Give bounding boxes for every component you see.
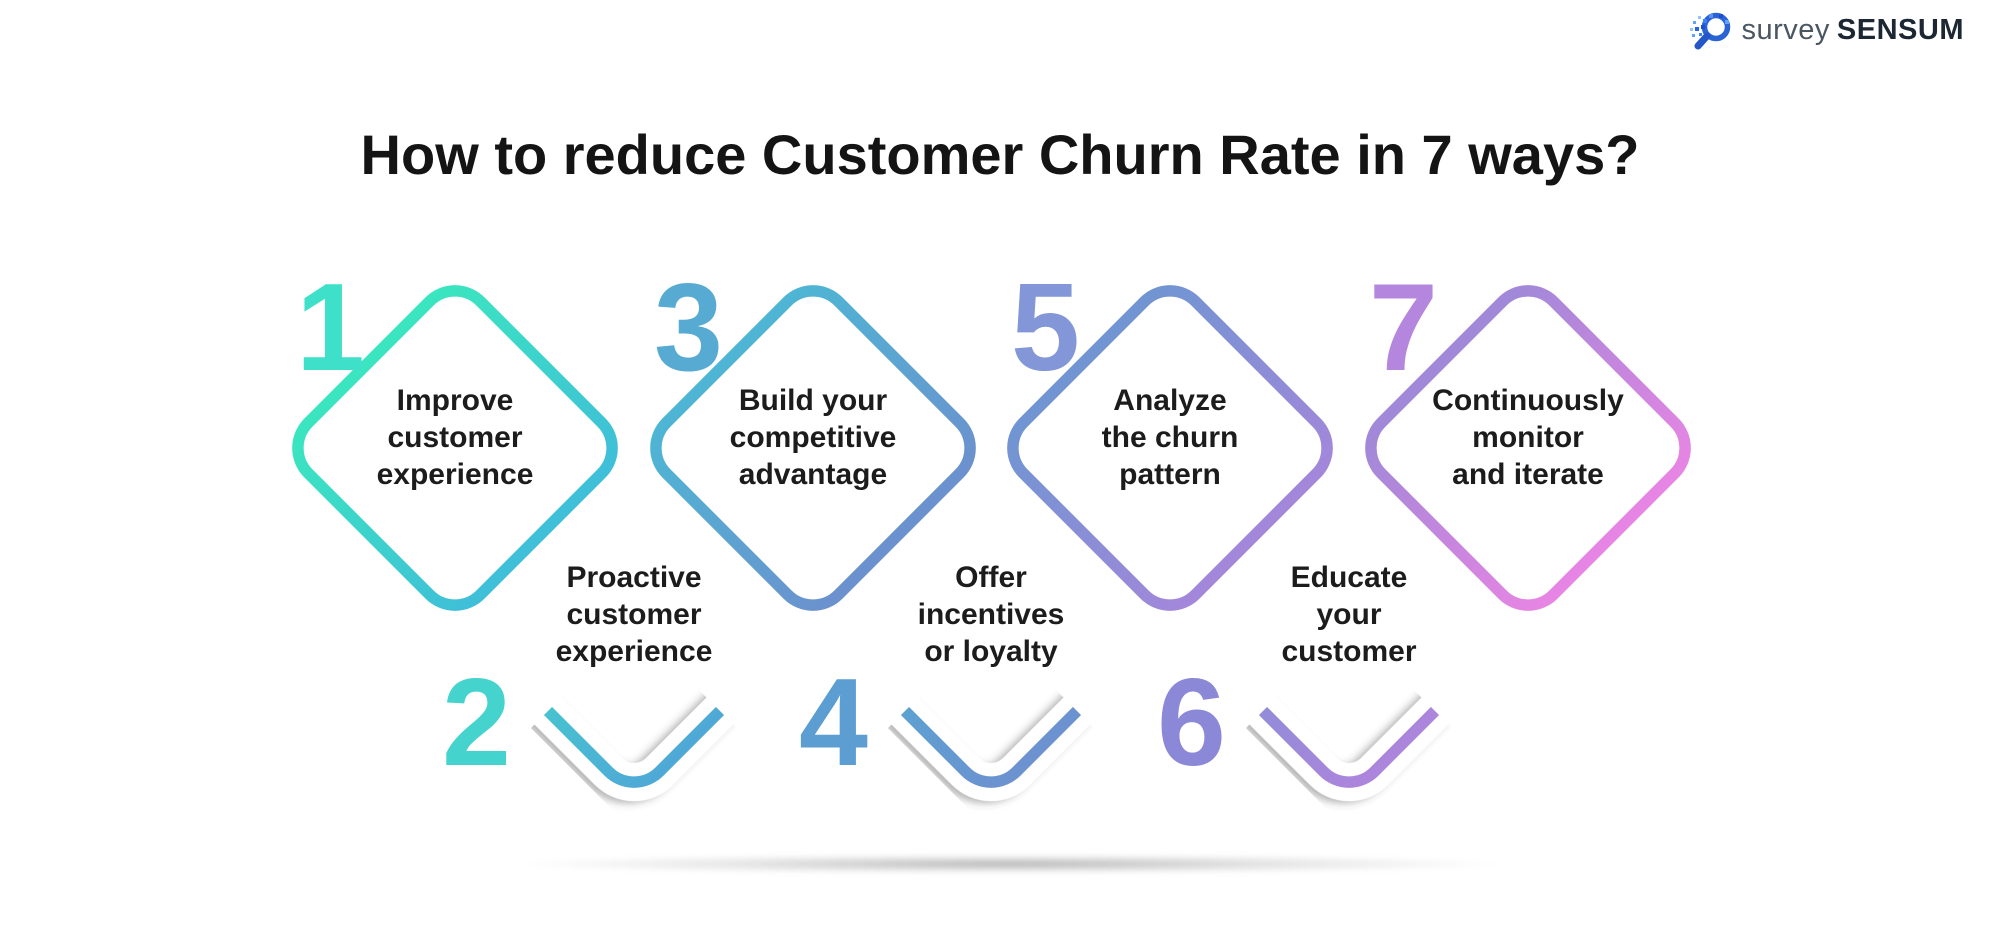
step-label-7-line-1: Continuously xyxy=(1432,384,1624,417)
step-label-6-line-1: Educate xyxy=(1291,561,1408,594)
step-label-5-line-1: Analyze xyxy=(1113,384,1226,417)
step-label-6-line-3: customer xyxy=(1281,635,1416,668)
step-number-5: 5 xyxy=(1011,259,1080,397)
step-number-6: 6 xyxy=(1157,654,1226,792)
step-label-3-line-1: Build your xyxy=(739,384,888,417)
step-diamond-4 xyxy=(828,462,1154,788)
step-label-3-line-3: advantage xyxy=(739,458,887,491)
step-label-2-line-3: experience xyxy=(556,635,713,668)
step-label-7-line-3: and iterate xyxy=(1452,458,1604,491)
step-label-6-line-2: your xyxy=(1316,598,1381,631)
step-number-1: 1 xyxy=(296,259,365,397)
magnifier-pixel-icon xyxy=(1689,12,1730,50)
step-label-4-line-2: incentives xyxy=(918,598,1065,631)
step-number-4: 4 xyxy=(799,654,868,792)
logo-text-sensum: SENSUM xyxy=(1836,13,1964,46)
step-number-2: 2 xyxy=(442,654,511,792)
step-label-2-line-2: customer xyxy=(566,598,701,631)
step-label-4-line-1: Offer xyxy=(955,561,1027,594)
step-label-5-line-3: pattern xyxy=(1119,458,1221,491)
step-label-3-line-2: competitive xyxy=(730,421,897,454)
step-diamond-6 xyxy=(1186,462,1512,788)
step-number-7: 7 xyxy=(1369,259,1438,397)
step-label-1-line-3: experience xyxy=(377,458,534,491)
step-label-5-line-2: the churn xyxy=(1102,421,1239,454)
step-label-2-line-1: Proactive xyxy=(566,561,701,594)
floor-shadow xyxy=(490,853,1530,875)
step-label-1-line-2: customer xyxy=(387,421,522,454)
page-title: How to reduce Customer Churn Rate in 7 w… xyxy=(360,123,1640,186)
logo-text-survey: survey xyxy=(1741,13,1830,46)
step-diamond-2 xyxy=(471,462,797,788)
step-label-4-line-3: or loyalty xyxy=(924,635,1058,668)
step-number-3: 3 xyxy=(654,259,723,397)
step-label-7-line-2: monitor xyxy=(1472,421,1584,454)
step-label-1-line-1: Improve xyxy=(397,384,514,417)
